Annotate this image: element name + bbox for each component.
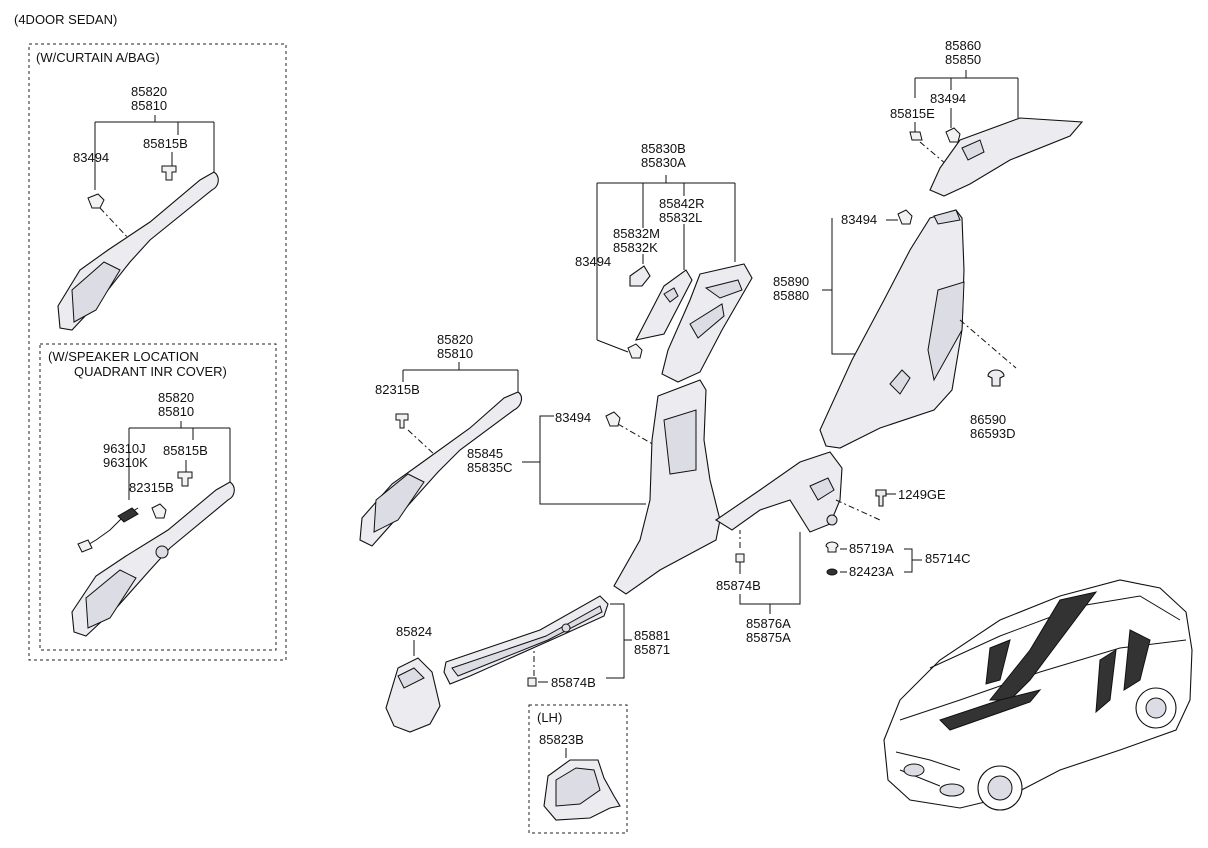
- clip-85815B-box2: [177, 471, 193, 487]
- clip-85874B-arch: [735, 553, 745, 563]
- label-85719A: 85719A: [849, 541, 894, 556]
- label-86590: 86590: [970, 412, 1006, 427]
- clip-85874B-sill: [527, 677, 537, 687]
- bolt-1249GE: [875, 489, 887, 507]
- label-83494-cpillar: 83494: [841, 212, 877, 227]
- b-pillar-upper-trim: [661, 263, 753, 383]
- adjuster-cover-85842: [634, 269, 693, 341]
- label-85871: 85871: [634, 642, 670, 657]
- label-85810-box2: 85810: [158, 404, 194, 419]
- label-85810-mid: 85810: [437, 346, 473, 361]
- label-83494-box1: 83494: [73, 150, 109, 165]
- label-85874B-arch: 85874B: [716, 578, 761, 593]
- lh-box-label: (LH): [537, 710, 562, 725]
- speaker-box-label-line1: (W/SPEAKER LOCATION: [48, 349, 199, 364]
- clip-83494-lower: [605, 411, 621, 427]
- label-86593D: 86593D: [970, 426, 1016, 441]
- clip-82315B-box2: [151, 503, 167, 519]
- label-85881: 85881: [634, 628, 670, 643]
- label-85880: 85880: [773, 288, 809, 303]
- cap-86590: [987, 369, 1005, 387]
- speaker-location-box: [39, 343, 277, 651]
- label-85823B: 85823B: [539, 732, 584, 747]
- label-83494-lower: 83494: [555, 410, 591, 425]
- label-85820-mid: 85820: [437, 332, 473, 347]
- a-pillar-trim-box1: [57, 171, 219, 331]
- label-96310J: 96310J: [103, 441, 146, 456]
- label-85860: 85860: [945, 38, 981, 53]
- washer-82423A: [826, 568, 838, 576]
- label-85890: 85890: [773, 274, 809, 289]
- label-85824: 85824: [396, 624, 432, 639]
- speaker-harness: [77, 507, 139, 553]
- clip-85815E: [909, 131, 923, 141]
- label-85832M: 85832M: [613, 226, 660, 241]
- curtain-airbag-box-label: (W/CURTAIN A/BAG): [36, 50, 160, 65]
- label-85874B-sill: 85874B: [551, 675, 596, 690]
- label-85832L: 85832L: [659, 210, 702, 225]
- c-pillar-trim: [819, 209, 965, 449]
- label-85842R: 85842R: [659, 196, 705, 211]
- label-85830A: 85830A: [641, 155, 686, 170]
- curtain-airbag-box: [28, 43, 287, 661]
- label-83494-rear-upper: 83494: [930, 91, 966, 106]
- a-pillar-trim-mid: [359, 391, 523, 547]
- clip-83494-cpillar: [897, 209, 913, 225]
- rear-wheel-arch-trim: [714, 451, 843, 533]
- label-85845: 85845: [467, 446, 503, 461]
- label-82423A: 82423A: [849, 564, 894, 579]
- a-pillar-trim-box2: [71, 481, 235, 637]
- label-83494-bpillar: 83494: [575, 254, 611, 269]
- label-85820-box1: 85820: [131, 84, 167, 99]
- clip-83494-box1: [87, 193, 105, 209]
- label-82315B-box2: 82315B: [129, 480, 174, 495]
- seatbelt-cover-85832: [629, 265, 651, 287]
- label-85830B: 85830B: [641, 141, 686, 156]
- clip-85815B-box1: [161, 165, 177, 181]
- label-85850: 85850: [945, 52, 981, 67]
- label-85815E: 85815E: [890, 106, 935, 121]
- label-85832K: 85832K: [613, 240, 658, 255]
- label-1249GE: 1249GE: [898, 487, 946, 502]
- lh-box: [528, 704, 628, 834]
- label-85876A: 85876A: [746, 616, 791, 631]
- clip-83494-rear-upper: [945, 127, 961, 143]
- label-96310K: 96310K: [103, 455, 148, 470]
- label-85714C: 85714C: [925, 551, 971, 566]
- label-82315B-mid: 82315B: [375, 382, 420, 397]
- sill-scuff-plate: [443, 595, 609, 685]
- label-85810-box1: 85810: [131, 98, 167, 113]
- speaker-box-label-line2: QUADRANT INR COVER): [74, 364, 227, 379]
- clip-83494-bpillar: [627, 343, 643, 359]
- clip-82315B-mid: [395, 413, 409, 429]
- car-illustration: [883, 579, 1193, 811]
- label-85835C: 85835C: [467, 460, 513, 475]
- label-85875A: 85875A: [746, 630, 791, 645]
- bracket-85823B: [543, 759, 621, 821]
- diagram-title: (4DOOR SEDAN): [14, 12, 117, 27]
- b-pillar-lower-trim: [613, 379, 721, 595]
- label-85815B-box1: 85815B: [143, 136, 188, 151]
- label-85815B-box2: 85815B: [163, 443, 208, 458]
- clip-85719A: [825, 541, 839, 553]
- label-85820-box2: 85820: [158, 390, 194, 405]
- rear-quarter-upper-trim: [929, 117, 1084, 197]
- cowl-cover-85824: [385, 657, 441, 733]
